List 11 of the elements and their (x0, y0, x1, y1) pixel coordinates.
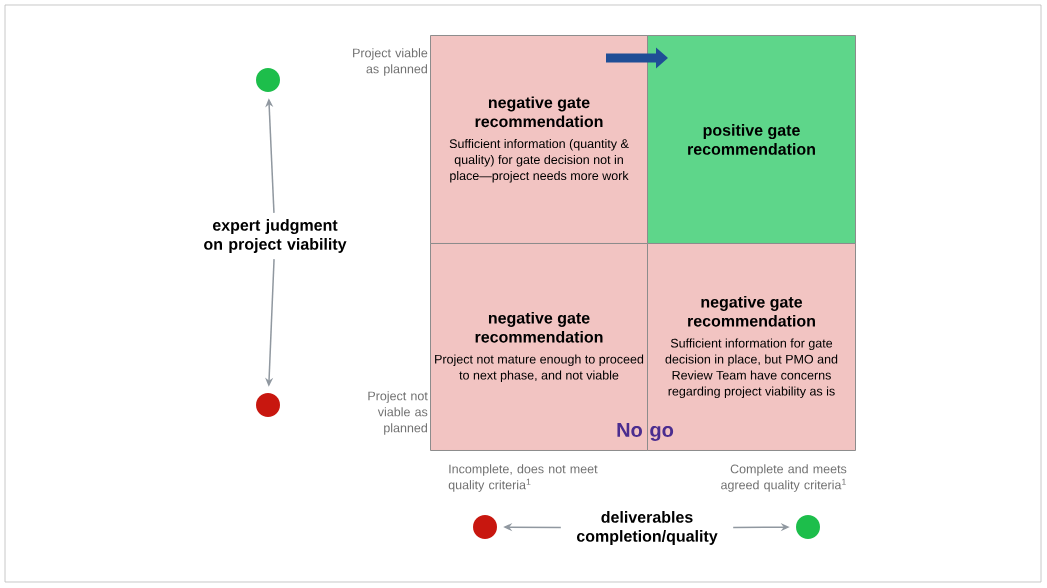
axis-end-label: Complete and meets agreed quality criteria$^{1}$ (721, 464, 847, 492)
status-dot (256, 393, 280, 417)
status-dot (796, 515, 820, 539)
status-dot (473, 515, 497, 539)
stamp-text: No go (617, 423, 674, 441)
axis-end-label: Incomplete, does not meet quality criteria$^{1}$ (448, 464, 598, 492)
quadrant-box: positive gate recommendation (647, 35, 856, 244)
status-dot (256, 68, 280, 92)
axis-title: expert judgment on project viability (204, 219, 347, 253)
quadrant-box: negative gate recommendation Sufficient information (quantity & quality) for gate decision not in place—project needs more work (430, 35, 648, 244)
axis-title: deliverables completion/quality (576, 511, 718, 545)
